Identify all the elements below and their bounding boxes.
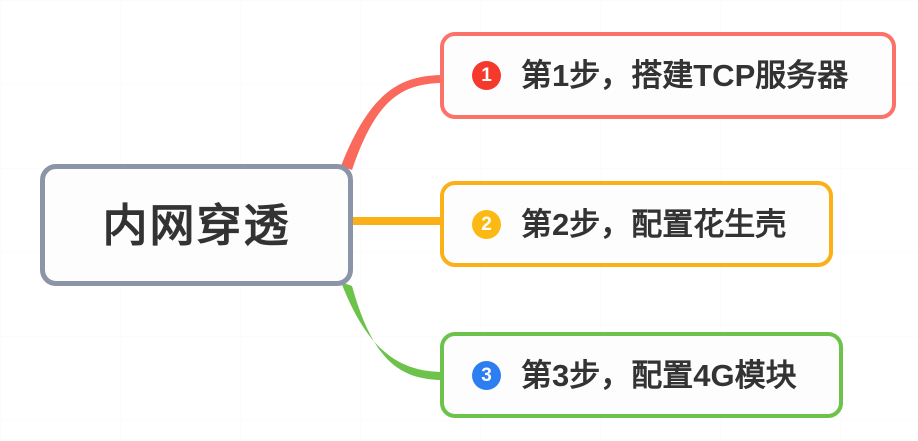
connector-branch-3: [341, 282, 441, 380]
branch-node-3-label: 第3步，配置4G模块: [521, 357, 797, 393]
branch-node-1-label: 第1步，搭建TCP服务器: [521, 58, 849, 93]
branch-node-3[interactable]: 3 第3步，配置4G模块: [440, 332, 843, 418]
branch-node-2[interactable]: 2 第2步，配置花生壳: [440, 181, 833, 267]
root-node[interactable]: 内网穿透: [40, 164, 353, 286]
step-badge-3: 3: [472, 360, 501, 390]
connector-branch-2: [351, 217, 443, 225]
step-badge-1: 1: [472, 61, 501, 90]
connector-branch-1: [341, 75, 441, 170]
branch-node-1[interactable]: 1 第1步，搭建TCP服务器: [440, 32, 896, 119]
step-badge-2: 2: [472, 209, 501, 239]
branch-node-2-label: 第2步，配置花生壳: [521, 206, 787, 242]
root-node-label: 内网穿透: [102, 199, 291, 251]
